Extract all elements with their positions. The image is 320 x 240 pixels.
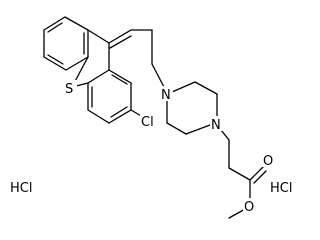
nitrogen-bottom-label: N bbox=[211, 118, 221, 133]
ether-oxygen-label: O bbox=[244, 200, 254, 215]
left-benzene-ring bbox=[43, 16, 89, 71]
atom-labels: S Cl N N O O bbox=[64, 80, 275, 215]
nitrogen-top-label: N bbox=[161, 88, 171, 103]
hcl-right-label: HCl bbox=[270, 181, 292, 196]
sulfur-atom-label: S bbox=[65, 82, 73, 97]
chlorine-atom-label: Cl bbox=[141, 115, 154, 130]
hcl-left-label: HCl bbox=[10, 181, 32, 196]
chemical-structure-diagram: S Cl N N O O HCl HCl bbox=[10, 16, 292, 219]
propanoate-chain bbox=[216, 124, 267, 219]
carbonyl-oxygen-label: O bbox=[263, 154, 273, 169]
chloro-benzene-ring bbox=[87, 69, 132, 124]
central-thiopyran-ring bbox=[71, 29, 110, 88]
piperazine-ring bbox=[166, 81, 218, 135]
propylidene-chain bbox=[108, 29, 165, 88]
